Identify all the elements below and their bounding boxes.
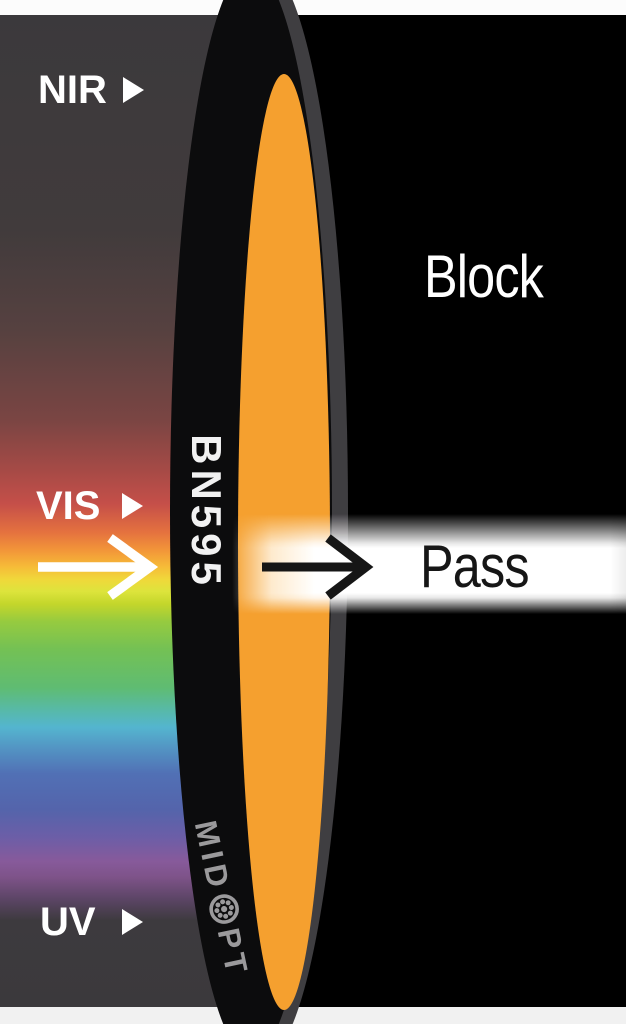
pass-right-arrow-icon: [262, 534, 374, 600]
filter-model-text: BN595: [183, 434, 230, 590]
right-triangle-icon: [123, 77, 144, 103]
right-triangle-icon: [122, 493, 143, 519]
vis-right-arrow-icon: [38, 534, 159, 600]
nir-label-text: NIR: [38, 68, 107, 112]
brand-logo: MID PT: [188, 817, 255, 980]
nir-band-label: NIR: [38, 68, 144, 112]
aperture-dots-o-icon: [209, 894, 239, 924]
vis-band-label: VIS: [36, 484, 143, 528]
right-triangle-icon: [122, 909, 143, 935]
uv-band-label: UV: [40, 900, 143, 944]
bottom-frame-strip: [0, 1007, 626, 1024]
pass-label: Pass: [420, 533, 530, 600]
block-label: Block: [424, 243, 544, 310]
vis-label-text: VIS: [36, 484, 101, 528]
top-frame-strip: [0, 0, 626, 15]
uv-label-text: UV: [40, 900, 96, 944]
